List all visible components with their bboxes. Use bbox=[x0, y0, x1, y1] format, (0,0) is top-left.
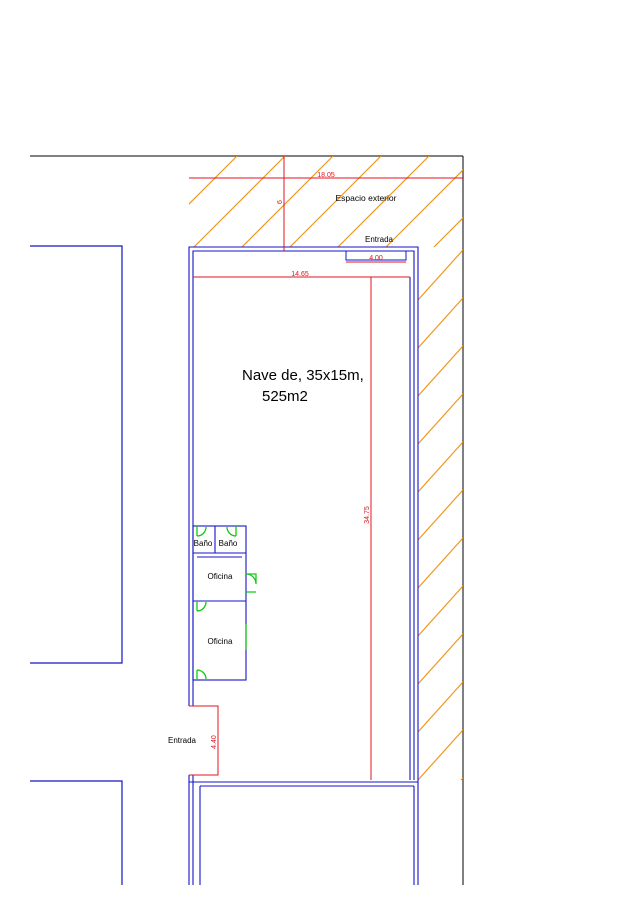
office-block bbox=[192, 525, 247, 681]
hatch-line bbox=[418, 729, 463, 780]
hatch-line bbox=[193, 156, 286, 247]
hatch-line bbox=[530, 156, 621, 247]
hatch-line bbox=[418, 393, 463, 445]
dim-outer-width-label: 18.05 bbox=[317, 172, 335, 179]
hatch-line bbox=[189, 156, 238, 205]
door-office-1 bbox=[245, 573, 257, 593]
door-bath-2 bbox=[226, 526, 237, 537]
hatch-line bbox=[418, 681, 463, 733]
hatch-line bbox=[418, 441, 463, 493]
door-office-1b bbox=[196, 601, 207, 612]
dim-side-entrance bbox=[189, 705, 219, 776]
dim-exterior-depth-label: 6 bbox=[277, 200, 284, 204]
building-walls bbox=[188, 246, 419, 885]
hatch-line bbox=[418, 633, 463, 685]
outer-wall bbox=[188, 246, 419, 780]
doors bbox=[196, 526, 257, 680]
hatch-line bbox=[289, 156, 382, 247]
building-title-line-2: 525m2 bbox=[262, 388, 308, 405]
door-bath-1 bbox=[196, 526, 207, 537]
dim-length-label: 34.75 bbox=[364, 506, 371, 524]
hatch-line bbox=[418, 345, 463, 397]
top-entrance-label: Entrada bbox=[365, 235, 394, 244]
neighbour-upper bbox=[30, 245, 123, 664]
side-entrance-label: Entrada bbox=[168, 736, 197, 745]
site-outline bbox=[30, 155, 464, 885]
bath-1-label: Baño bbox=[194, 539, 213, 548]
exterior-space-label: Espacio exterior bbox=[336, 193, 397, 203]
dim-inner-width-label: 14.65 bbox=[291, 271, 309, 278]
hatch-line bbox=[241, 156, 334, 247]
office-1-label: Oficina bbox=[208, 572, 233, 581]
dim-entrance-width-label: 4.00 bbox=[369, 255, 383, 262]
top-entrance bbox=[345, 251, 407, 261]
door-office-2b bbox=[196, 669, 207, 680]
neighbour-lower bbox=[30, 780, 123, 885]
dimension-lines bbox=[189, 156, 463, 780]
exterior-hatch-top bbox=[189, 156, 621, 247]
building-title-line-1: Nave de, 35x15m, bbox=[242, 367, 364, 384]
hatch-line bbox=[418, 297, 463, 349]
office-block-outline bbox=[192, 525, 247, 681]
hatch-line bbox=[433, 217, 463, 247]
hatch-line bbox=[385, 169, 463, 247]
hatch-line bbox=[189, 156, 190, 157]
bath-2-label: Baño bbox=[219, 539, 238, 548]
exterior-hatch-side bbox=[418, 249, 463, 780]
office-2-label: Oficina bbox=[208, 637, 233, 646]
hatch-line bbox=[418, 249, 463, 301]
neighbour-buildings bbox=[30, 245, 123, 885]
hatch-line bbox=[418, 489, 463, 541]
inner-wall bbox=[192, 250, 415, 780]
hatch-line bbox=[337, 156, 430, 247]
hatch-line bbox=[418, 585, 463, 637]
hatch-line bbox=[482, 156, 573, 247]
dim-side-entrance-label: 4.40 bbox=[211, 735, 218, 749]
hatch-line bbox=[418, 537, 463, 589]
entrance-notch bbox=[345, 251, 407, 261]
hatch-line bbox=[460, 777, 463, 780]
